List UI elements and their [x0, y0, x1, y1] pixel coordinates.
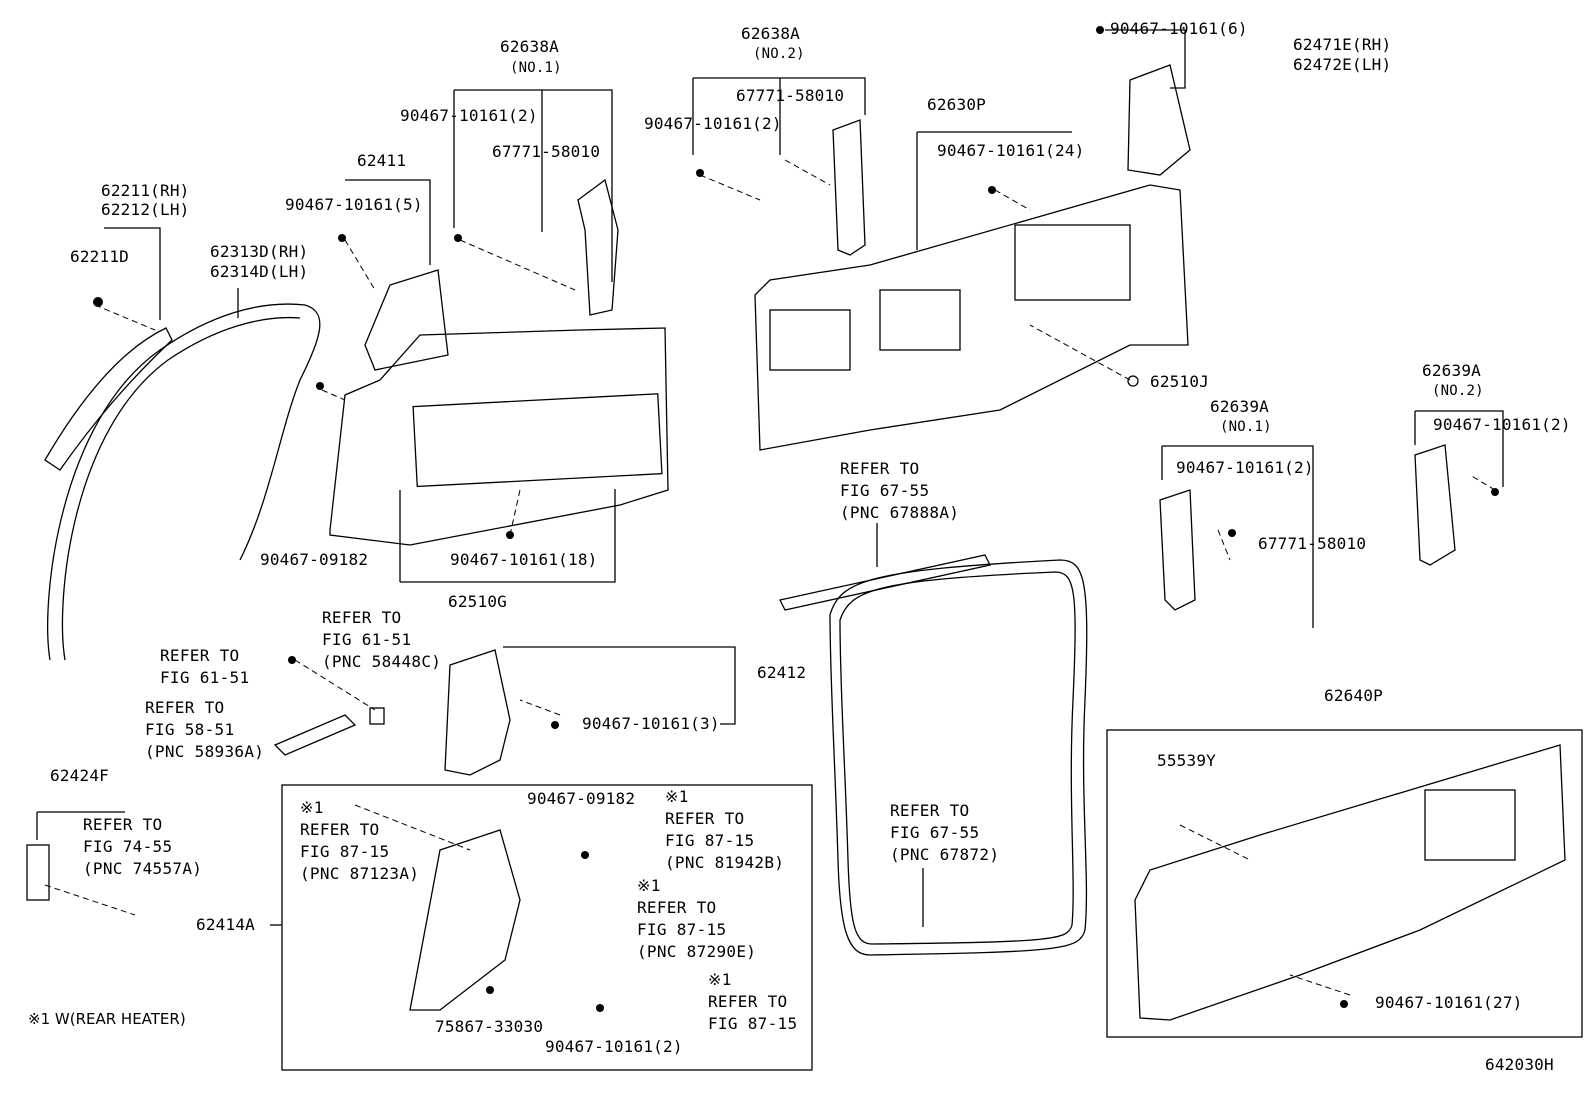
label-62639A-no2-sub: (NO.2) [1432, 383, 1484, 399]
label-62212: 62212(LH) [101, 200, 190, 219]
label-62630P: 62630P [927, 95, 986, 114]
ref-87290E: ※1 REFER TO FIG 87-15 (PNC 87290E) [637, 876, 757, 961]
label-90467-2-e: 90467-10161(2) [545, 1037, 683, 1056]
leader-62424F [36, 811, 125, 840]
leader-62211 [104, 227, 161, 320]
bracket-58936A [273, 714, 357, 756]
label-62472E: 62472E(LH) [1293, 55, 1392, 74]
rear-window-1 [769, 309, 851, 371]
label-90467-27: 90467-10161(27) [1375, 993, 1523, 1012]
label-90467-2-d: 90467-10161(2) [1176, 458, 1314, 477]
label-67771-a: 67771-58010 [736, 86, 845, 105]
label-62414A: 62414A [196, 915, 255, 934]
door-weatherstrip-inner [839, 571, 1076, 945]
leader-62510G [399, 489, 616, 583]
ref-81942B: ※1 REFER TO FIG 87-15 (PNC 81942B) [665, 787, 785, 872]
pillar-62639A-1 [1159, 489, 1196, 611]
leader-62412 [503, 646, 736, 725]
ref-61-51: REFER TO FIG 61-51 [160, 646, 250, 687]
label-90467-2-a: 90467-10161(2) [400, 106, 538, 125]
label-90467-09182-a: 90467-09182 [260, 550, 369, 569]
label-62411: 62411 [357, 151, 407, 170]
label-90467-2-b: 90467-10161(2) [644, 114, 782, 133]
pillar-62639A-2 [1414, 444, 1456, 566]
label-90467-6: 90467-10161(6) [1110, 19, 1248, 38]
box-62640P [1106, 729, 1583, 1038]
label-67771-c: 67771-58010 [1258, 534, 1367, 553]
panel-window-62640P [1424, 789, 1516, 861]
ref-58448C: REFER TO FIG 61-51 (PNC 58448C) [322, 608, 442, 671]
label-62510G: 62510G [448, 592, 507, 611]
rear-window-3 [1014, 224, 1131, 301]
rear-window-2 [879, 289, 961, 351]
leader-62471E [1105, 29, 1186, 89]
door-weatherstrip-67872 [829, 559, 1088, 956]
label-62424F: 62424F [50, 766, 109, 785]
pillar-62471E [1127, 64, 1191, 176]
leader-62638A-2 [692, 77, 866, 155]
box-62414A [281, 784, 813, 1071]
label-90467-09182-b: 90467-09182 [527, 789, 636, 808]
label-62211D: 62211D [70, 247, 129, 266]
label-62638A-no1: 62638A [500, 37, 559, 56]
leader-62630P [916, 131, 1072, 250]
label-67771-b: 67771-58010 [492, 142, 601, 161]
label-62638A-no2-sub: (NO.2) [753, 46, 805, 62]
plug-62510J [1127, 375, 1139, 387]
label-62412: 62412 [757, 663, 807, 682]
label-62313D: 62313D(RH) [210, 242, 309, 261]
quarter-panel-62510G [329, 327, 669, 546]
pillar-62638A-2 [832, 119, 866, 256]
ref-74557A: REFER TO FIG 74-55 (PNC 74557A) [83, 815, 203, 878]
ref-58936A: REFER TO FIG 58-51 (PNC 58936A) [145, 698, 265, 761]
trim-62412 [444, 649, 511, 776]
leader-62639A-2 [1414, 410, 1504, 487]
label-90467-2-c: 90467-10161(2) [1433, 415, 1571, 434]
label-90467-3: 90467-10161(3) [582, 714, 720, 733]
ref-67872: REFER TO FIG 67-55 (PNC 67872) [890, 801, 1000, 864]
part-62424F [26, 844, 50, 901]
label-90467-18: 90467-10161(18) [450, 550, 598, 569]
footnote: ※1 W(REAR HEATER) [28, 1010, 186, 1028]
ref-87-15: ※1 REFER TO FIG 87-15 [708, 970, 798, 1033]
grommet [369, 707, 385, 725]
label-62639A-no1: 62639A [1210, 397, 1269, 416]
leader-62639A-1 [1161, 445, 1314, 628]
label-62640P: 62640P [1324, 686, 1383, 705]
a-pillar-trim [44, 327, 173, 471]
label-75867: 75867-33030 [435, 1017, 544, 1036]
panel-62640P [1134, 744, 1566, 1021]
leader-62411 [345, 179, 431, 265]
label-62211: 62211(RH) [101, 181, 190, 200]
pillar-62638A-1 [577, 178, 619, 316]
weatherstrip-62313D [47, 303, 321, 661]
belt-molding-67888A [779, 554, 991, 611]
trim-62414A [409, 829, 521, 1011]
pillar-62411 [364, 269, 449, 371]
label-62639A-no1-sub: (NO.1) [1220, 419, 1272, 435]
label-90467-24: 90467-10161(24) [937, 141, 1085, 160]
label-62471E: 62471E(RH) [1293, 35, 1392, 54]
label-62314D: 62314D(LH) [210, 262, 309, 281]
diagram-code: 642030H [1485, 1055, 1554, 1074]
label-62638A-no2: 62638A [741, 24, 800, 43]
quarter-window-opening [412, 393, 663, 488]
rear-panel-62630P [754, 184, 1189, 451]
label-62510J: 62510J [1150, 372, 1209, 391]
ref-67888A: REFER TO FIG 67-55 (PNC 67888A) [840, 459, 960, 522]
label-62639A-no2: 62639A [1422, 361, 1481, 380]
label-55539Y: 55539Y [1157, 751, 1216, 770]
label-90467-5: 90467-10161(5) [285, 195, 423, 214]
leader-62638A-1 [453, 89, 613, 282]
ref-87123A: ※1 REFER TO FIG 87-15 (PNC 87123A) [300, 798, 420, 883]
label-62638A-no1-sub: (NO.1) [510, 60, 562, 76]
